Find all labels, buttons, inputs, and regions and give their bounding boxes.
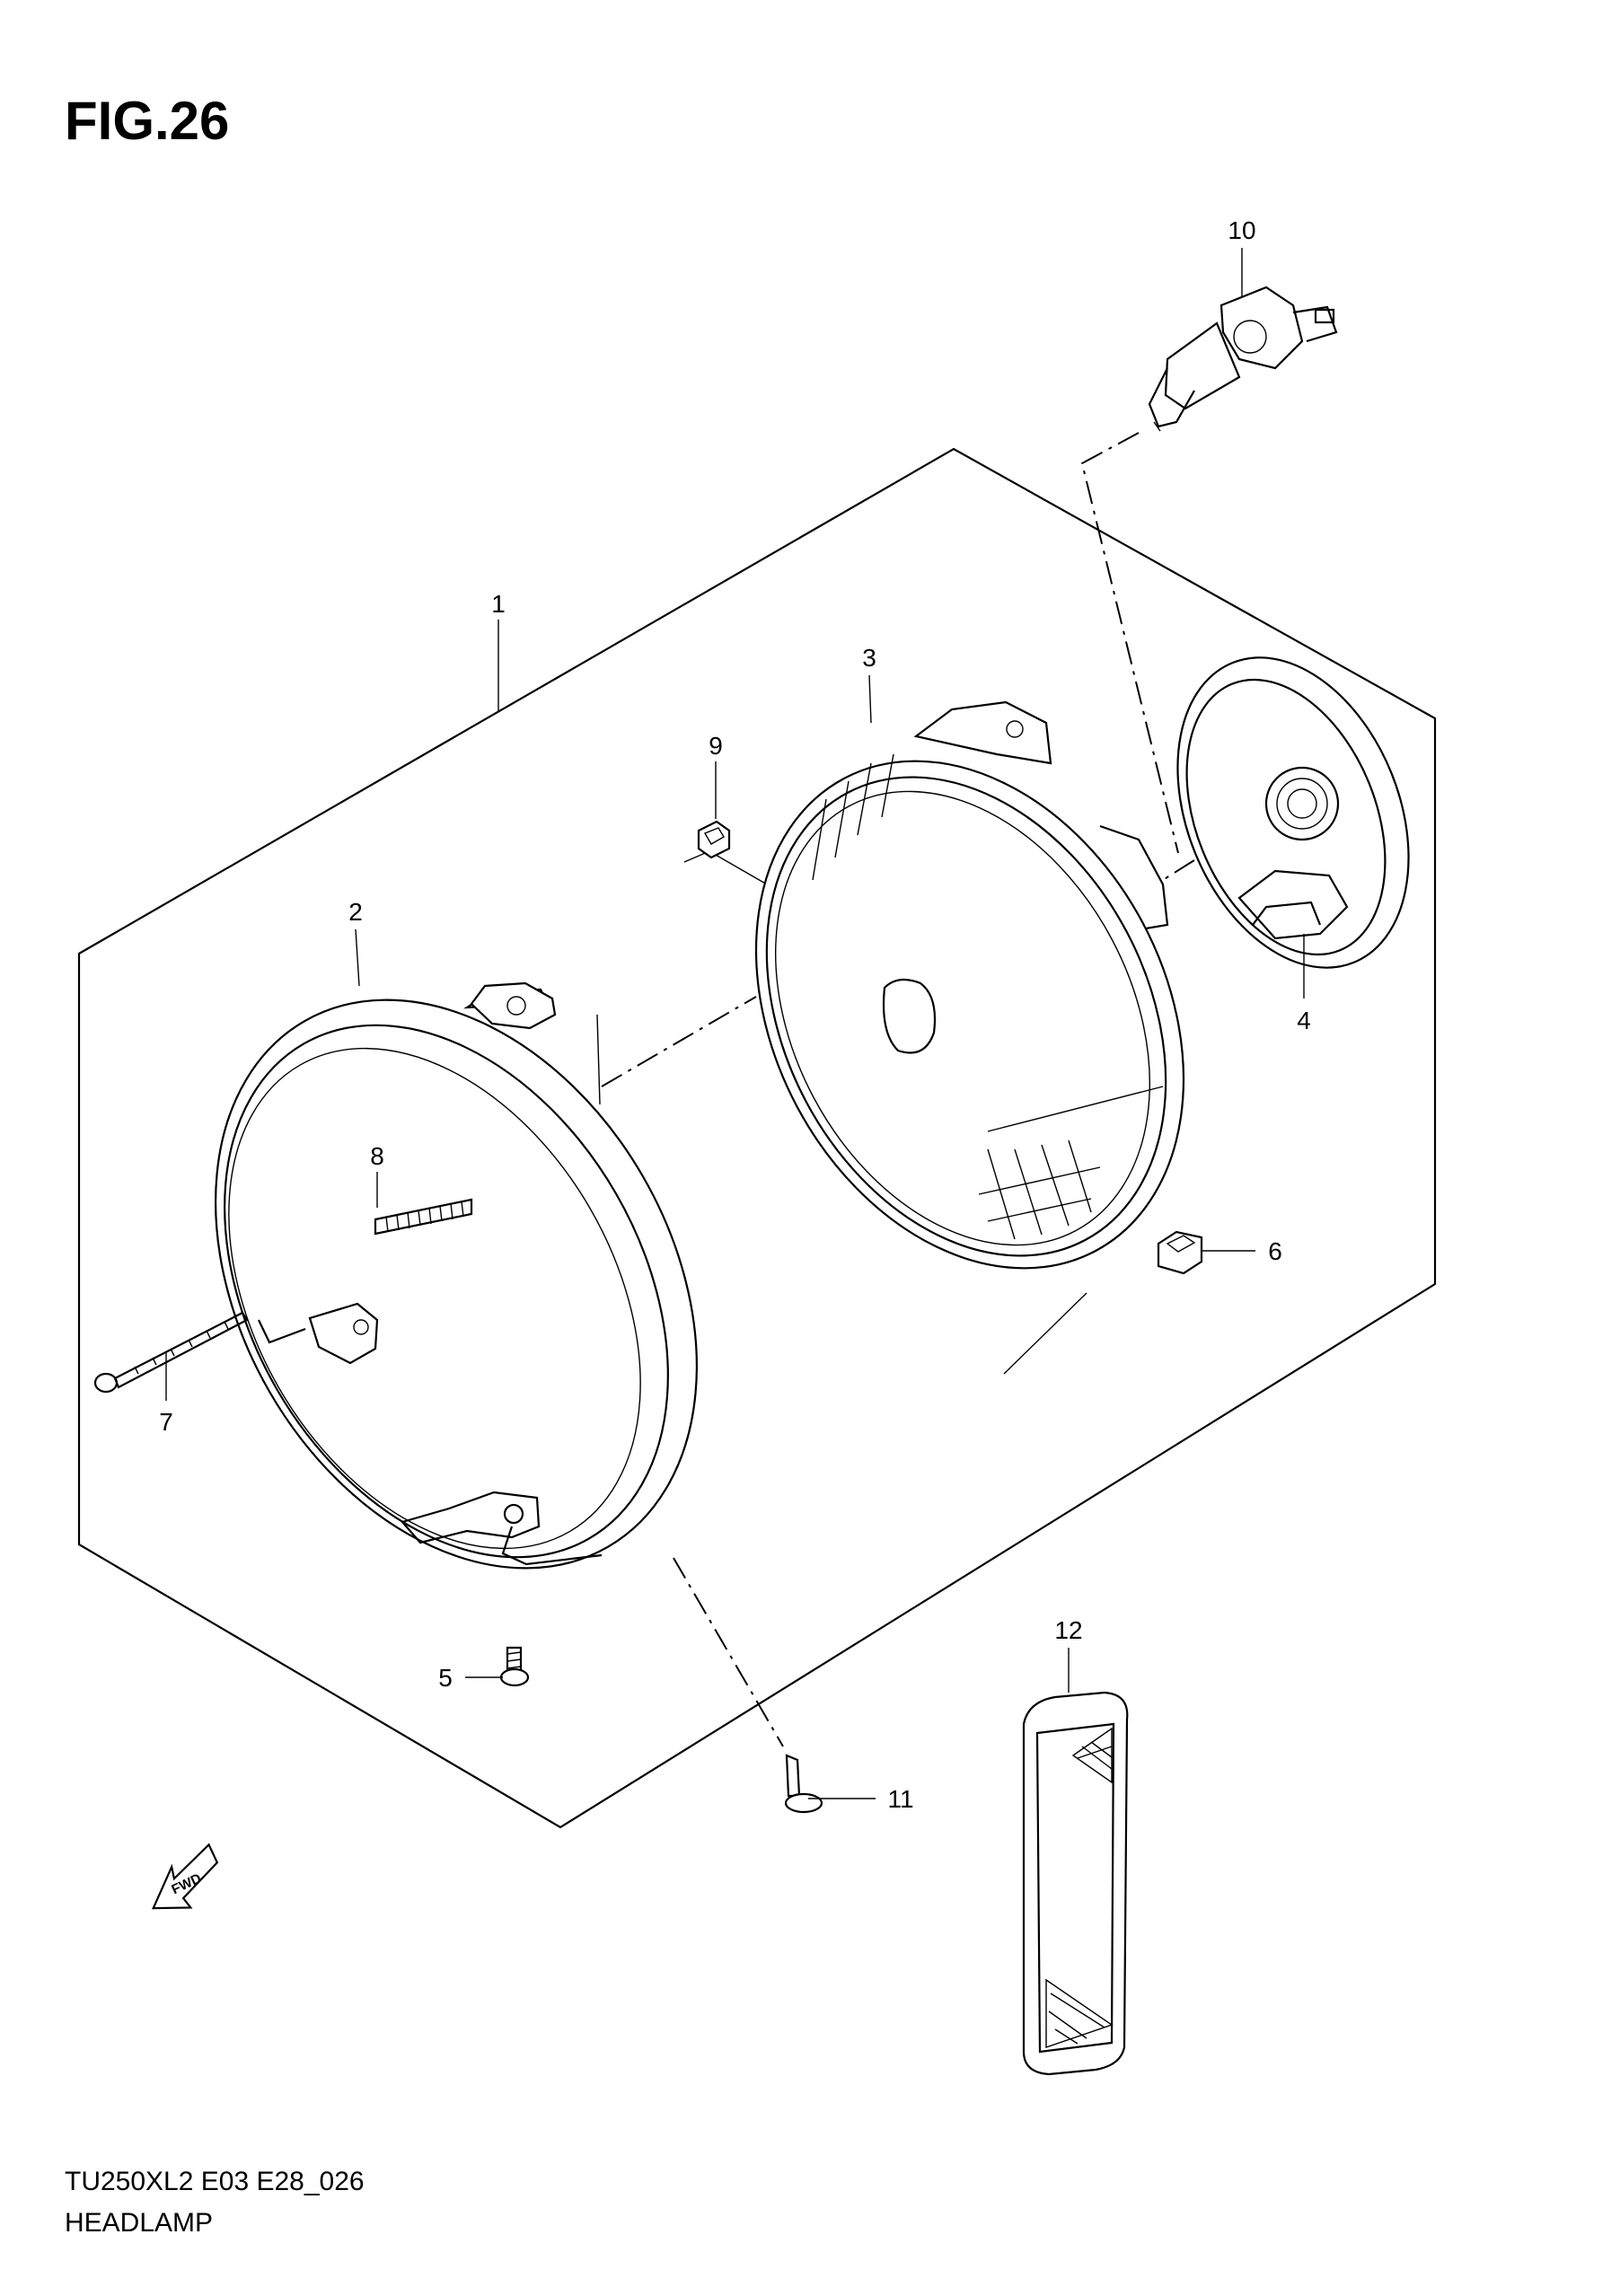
side-reflector xyxy=(1022,1691,1129,2076)
callout-4: 4 xyxy=(1297,1007,1311,1034)
headlight-bulb xyxy=(1148,286,1338,432)
headlamp-rim xyxy=(215,981,698,1570)
figure-title: FIG.26 xyxy=(65,91,230,151)
callout-3: 3 xyxy=(862,644,876,672)
adjusting-screw xyxy=(93,1311,249,1394)
diagram-name: HEADLAMP xyxy=(65,2208,214,2238)
callout-7: 7 xyxy=(159,1408,173,1436)
callout-11: 11 xyxy=(887,1785,913,1813)
lens-prism-hatching xyxy=(812,753,1101,1240)
clip-nut xyxy=(697,820,731,859)
callout-1: 1 xyxy=(491,590,506,618)
callout-8: 8 xyxy=(370,1142,384,1170)
callout-5: 5 xyxy=(438,1664,453,1692)
socket-housing xyxy=(1176,656,1410,969)
mounting-screw xyxy=(784,1754,823,1814)
callout-labels: 1 2 3 4 5 6 7 8 9 10 11 12 xyxy=(159,216,1311,1813)
callout-6: 6 xyxy=(1268,1237,1282,1265)
callout-9: 9 xyxy=(709,732,723,760)
fwd-arrow-icon: FWD xyxy=(151,1843,219,1910)
callout-10: 10 xyxy=(1228,216,1255,244)
assembly-outline xyxy=(77,447,1437,1829)
callout-12: 12 xyxy=(1054,1616,1082,1644)
headlamp-unit xyxy=(754,700,1185,1270)
square-nut xyxy=(1157,1230,1203,1275)
callout-leaders xyxy=(165,248,1305,1799)
adjusting-spring xyxy=(374,1198,473,1236)
rim-screw xyxy=(499,1646,530,1687)
callout-2: 2 xyxy=(348,898,363,926)
diagram-code: TU250XL2 E03 E28_026 xyxy=(65,2167,365,2196)
